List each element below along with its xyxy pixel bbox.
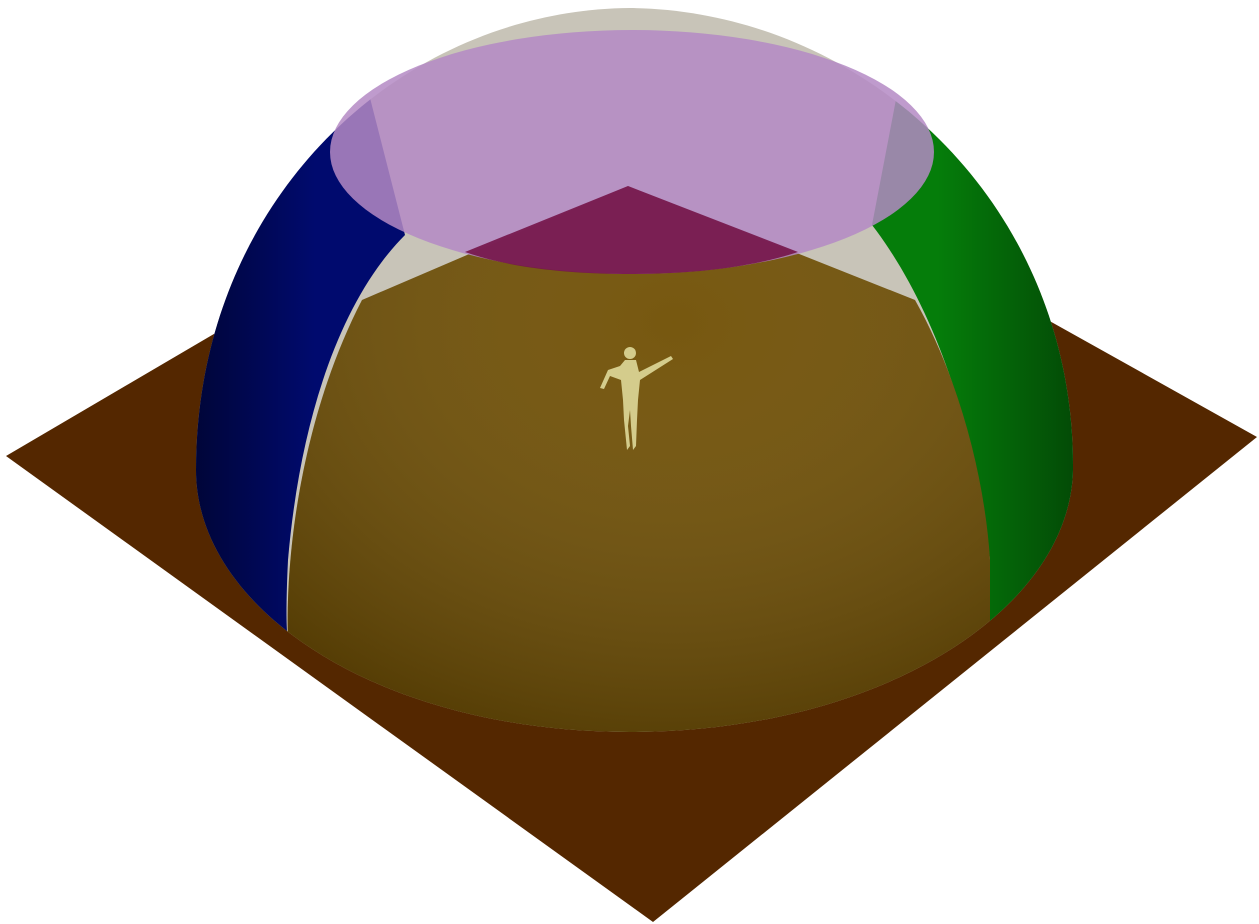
dome-scene xyxy=(0,0,1259,924)
